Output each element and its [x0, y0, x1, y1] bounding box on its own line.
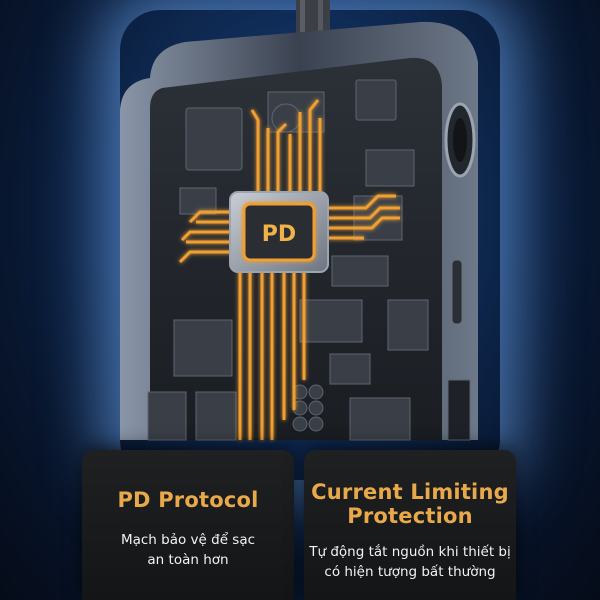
- circuit-traces: [178, 99, 400, 440]
- pd-chip-label: PD: [262, 222, 296, 247]
- feature-card-pd-protocol: PD Protocol Mạch bảo vệ để sạc an toàn h…: [82, 450, 294, 600]
- feature-description: Mạch bảo vệ để sạc an toàn hơn: [120, 532, 256, 568]
- pd-chip: PD: [229, 191, 329, 273]
- feature-card-current-limiting: Current Limiting Protection Tự động tắt …: [304, 450, 516, 600]
- feature-title: PD Protocol: [117, 488, 259, 512]
- circuit-components: [147, 79, 429, 441]
- feature-title: Current Limiting Protection: [311, 480, 509, 528]
- feature-description: Tự động tắt nguồn khi thiết bị có hiện t…: [309, 544, 511, 580]
